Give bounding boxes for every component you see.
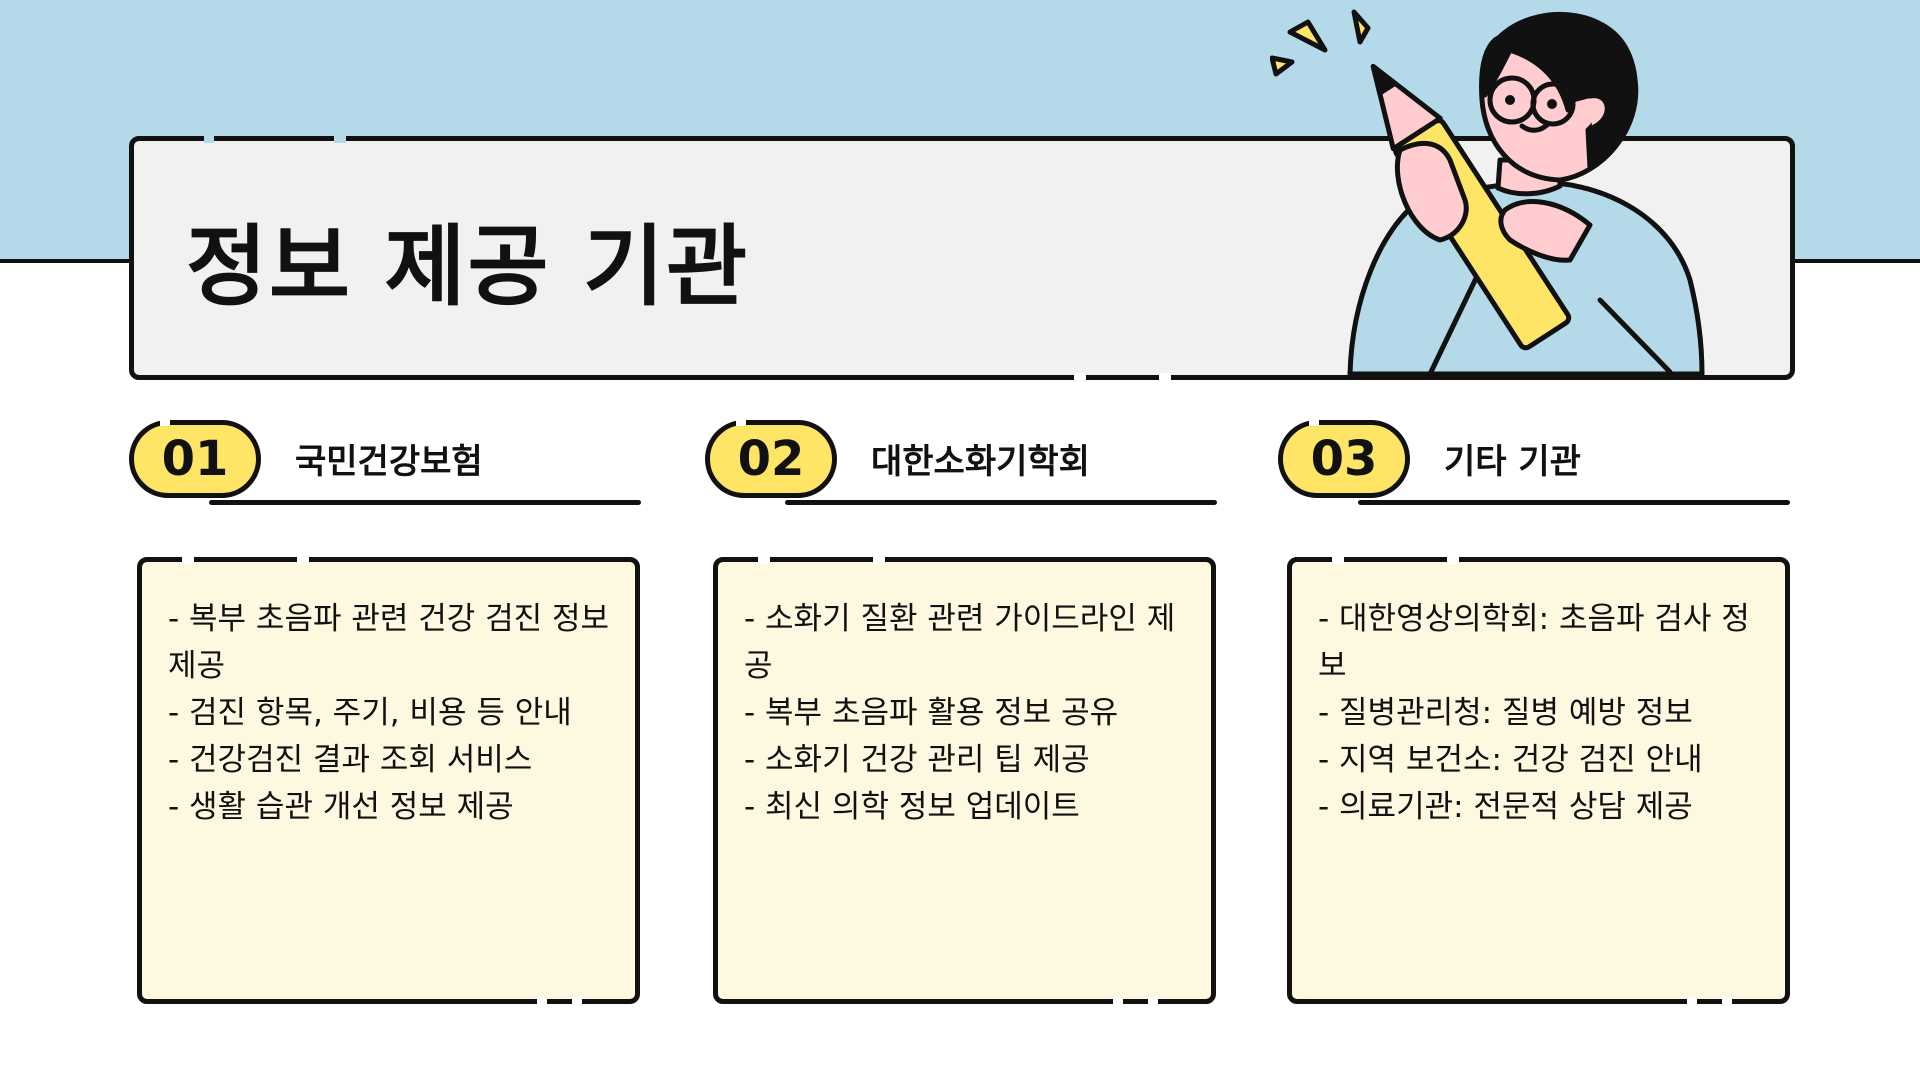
section-underline [785,500,1217,505]
info-list: - 소화기 질환 관련 가이드라인 제공 - 복부 초음파 활용 정보 공유 -… [718,562,1211,831]
section-header-2: 02 대한소화기학회 [705,420,1217,508]
spark-icon [1270,55,1295,77]
spark-icon [1287,19,1328,53]
border-gap [1159,373,1171,382]
list-item: - 복부 초음파 활용 정보 공유 [744,695,1119,731]
list-item: - 검진 항목, 주기, 비용 등 안내 [168,695,572,731]
list-item: - 소화기 건강 관리 팁 제공 [744,742,1090,778]
list-item: - 최신 의학 정보 업데이트 [744,789,1080,825]
section-number-badge: 01 [129,420,261,498]
list-item: - 생활 습관 개선 정보 제공 [168,789,514,825]
section-number-badge: 03 [1278,420,1410,498]
border-gap [334,134,346,143]
border-gap [1074,373,1086,382]
section-number: 02 [737,431,805,487]
page-title: 정보 제공 기관 [186,215,750,318]
section-number: 01 [161,431,229,487]
section-title: 대한소화기학회 [871,442,1090,482]
section-number: 03 [1310,431,1378,487]
spark-icon [1351,9,1371,45]
info-list: - 복부 초음파 관련 건강 검진 정보 제공 - 검진 항목, 주기, 비용 … [142,562,635,831]
info-card-3: - 대한영상의학회: 초음파 검사 정보 - 질병관리청: 질병 예방 정보 -… [1287,555,1790,1006]
info-card-2: - 소화기 질환 관련 가이드라인 제공 - 복부 초음파 활용 정보 공유 -… [713,555,1216,1006]
section-header-1: 01 국민건강보험 [129,420,641,508]
list-item: - 대한영상의학회: 초음파 검사 정보 [1318,601,1750,684]
section-underline [209,500,641,505]
list-item: - 지역 보건소: 건강 검진 안내 [1318,742,1703,778]
section-title: 국민건강보험 [295,442,483,482]
section-header-3: 03 기타 기관 [1278,420,1790,508]
section-underline [1358,500,1790,505]
border-gap [204,134,214,143]
list-item: - 질병관리청: 질병 예방 정보 [1318,695,1693,731]
list-item: - 의료기관: 전문적 상담 제공 [1318,789,1693,825]
info-list: - 대한영상의학회: 초음파 검사 정보 - 질병관리청: 질병 예방 정보 -… [1292,562,1785,831]
info-card-1: - 복부 초음파 관련 건강 검진 정보 제공 - 검진 항목, 주기, 비용 … [137,555,640,1006]
section-number-badge: 02 [705,420,837,498]
section-title: 기타 기관 [1444,442,1581,482]
person-holding-pencil-illustration [1270,9,1705,377]
list-item: - 건강검진 결과 조회 서비스 [168,742,533,778]
list-item: - 소화기 질환 관련 가이드라인 제공 [744,601,1176,684]
list-item: - 복부 초음파 관련 건강 검진 정보 제공 [168,601,610,684]
